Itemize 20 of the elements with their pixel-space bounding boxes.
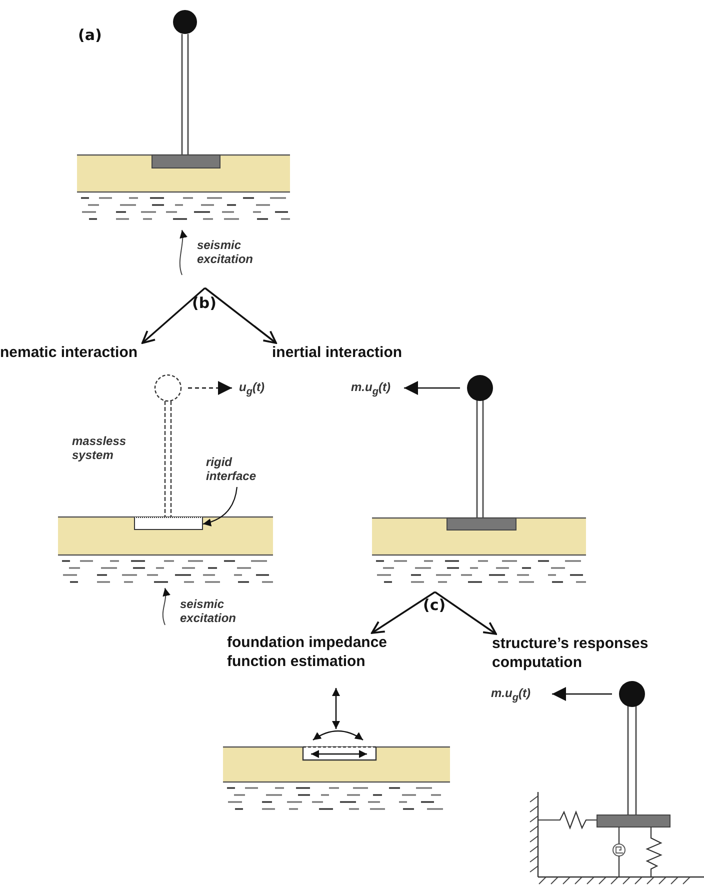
arrow xyxy=(141,287,206,344)
panel-label: (b) xyxy=(192,294,216,312)
section-heading: foundation impedance function estimation xyxy=(227,633,437,673)
section-heading: nematic interaction xyxy=(0,343,160,365)
panel-label: (c) xyxy=(423,596,446,614)
leader-line xyxy=(202,486,238,526)
annotation-text: massless system xyxy=(72,434,128,462)
force-label: m.u$_{g}$(t) xyxy=(491,686,530,706)
arrow xyxy=(434,591,497,635)
annotation-text: seismic excitation xyxy=(197,238,254,266)
arrow xyxy=(370,591,436,634)
force-label: m.u$_{g}$(t) xyxy=(351,380,390,400)
section-heading: inertial interaction xyxy=(272,343,447,365)
interface-outline xyxy=(134,517,203,530)
section-heading: structure’s responses computation xyxy=(492,634,692,674)
annotation-text: seismic excitation xyxy=(180,597,238,625)
annotation-text: rigid interface xyxy=(206,455,278,487)
displacement-label: u$_{g}$(t) xyxy=(239,380,264,400)
panel-label: (a) xyxy=(78,26,102,44)
arrow xyxy=(204,287,277,344)
